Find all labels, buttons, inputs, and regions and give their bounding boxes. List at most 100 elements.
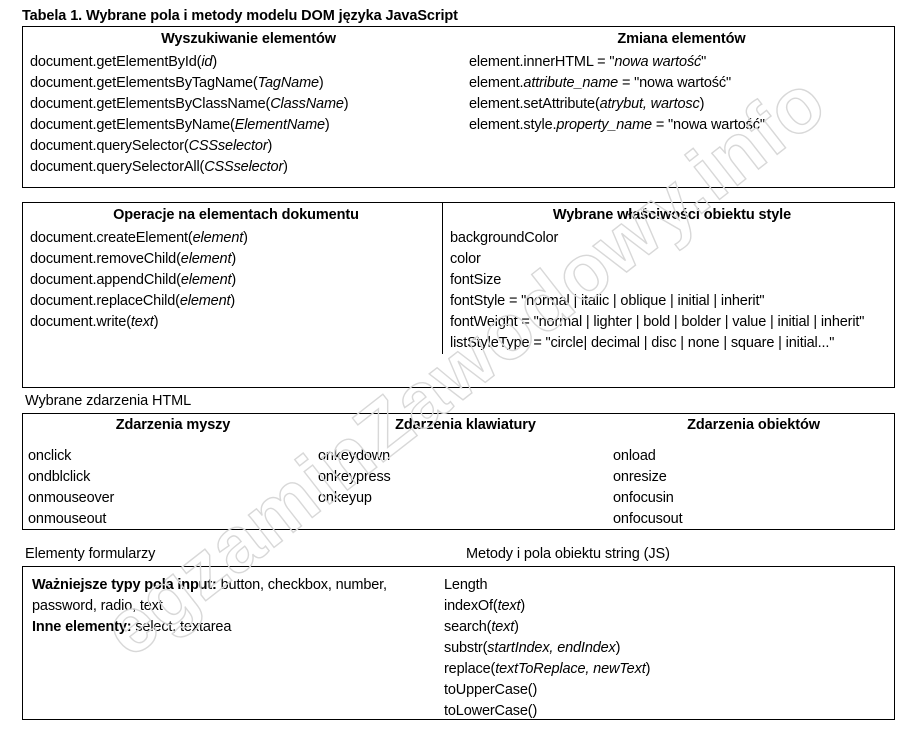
code-argument: element (192, 230, 244, 246)
code-argument: textToReplace, newText (495, 661, 646, 677)
code-line: Length (444, 575, 894, 596)
table4-other-elements-value: select, textarea (131, 619, 232, 635)
code-text: substr( (444, 640, 488, 656)
code-line: element.setAttribute(atrybut, wartosc) (469, 94, 894, 115)
code-line: document.appendChild(element) (30, 270, 442, 291)
table2-left-header: Operacje na elementach dokumentu (113, 207, 359, 223)
table4-input-types: Ważniejsze typy pola input: button, chec… (32, 575, 433, 617)
code-argument: text (491, 619, 515, 635)
list-item: onkeypress (318, 469, 391, 485)
code-line: indexOf(text) (444, 596, 894, 617)
code-text-tail: ) (699, 96, 705, 112)
code-text: element.style. (469, 117, 557, 133)
code-argument: element (179, 293, 231, 309)
table4-left-column: Ważniejsze typy pola input: button, chec… (23, 567, 443, 722)
code-text: document.getElementsByClassName( (30, 96, 271, 112)
list-item: fontWeight = "normal | lighter | bold | … (450, 314, 865, 330)
caption-events: Wybrane zdarzenia HTML (25, 393, 192, 409)
code-line: element.attribute_name = "nowa wartość" (469, 73, 894, 94)
code-text-tail: ) (324, 117, 330, 133)
table2-right-rows: backgroundColor color fontSize fontStyle = … (450, 228, 894, 354)
table2-left-column: Operacje na elementach dokumentu documen… (23, 203, 443, 354)
code-text-tail: ) (231, 251, 237, 267)
list-item: fontStyle = "normal | italic | oblique |… (450, 293, 765, 309)
code-text-tail: ) (243, 230, 248, 246)
code-line: document.createElement(element) (30, 228, 442, 249)
code-text: document.appendChild( (30, 272, 181, 288)
list-item: onmouseout (28, 511, 107, 527)
code-line: element.style.property_name = "nowa wart… (469, 115, 894, 136)
code-text: element. (469, 75, 524, 91)
table3-col1-header: Zdarzenia klawiatury (395, 417, 536, 433)
code-argument: id (201, 54, 213, 70)
table-forms-strings: Ważniejsze typy pola input: button, chec… (22, 566, 895, 720)
code-argument: text (497, 598, 521, 614)
code-argument: TagName (257, 75, 319, 91)
code-text-tail: ) (615, 640, 621, 656)
code-text: element.innerHTML = " (469, 54, 615, 70)
code-line: toLowerCase() (444, 701, 894, 722)
code-text-tail: ) (318, 75, 324, 91)
table1-left-rows: document.getElementById(id) document.getE… (30, 52, 467, 178)
list-item: onkeyup (318, 490, 372, 506)
list-item: color (450, 251, 481, 267)
code-text-tail: ) (153, 314, 159, 330)
table3-keyboard-events-column: Zdarzenia klawiatury onkeydown onkeypress… (318, 414, 613, 530)
code-text: document.getElementsByTagName( (30, 75, 258, 91)
table-dom-search-modify: Wyszukiwanie elementów document.getEleme… (22, 26, 895, 188)
list-item: onfocusin (613, 490, 674, 506)
code-line: document.write(text) (30, 312, 442, 333)
list-item: onresize (613, 469, 667, 485)
table2-right-column: Wybrane właściwości obiektu style backgr… (443, 203, 894, 354)
code-text-tail: ) (283, 159, 288, 175)
code-text-tail: ) (514, 619, 519, 635)
code-line: substr(startIndex, endIndex) (444, 638, 894, 659)
code-line: document.getElementById(id) (30, 52, 467, 73)
table4-other-elements: Inne elementy: select, textarea (32, 617, 433, 638)
caption-string-methods: Metody i pola obiektu string (JS) (466, 546, 670, 562)
code-line: element.innerHTML = "nowa wartość" (469, 52, 894, 73)
list-item: backgroundColor (450, 230, 559, 246)
code-line: document.querySelectorAll(CSSselector) (30, 157, 467, 178)
code-line: search(text) (444, 617, 894, 638)
list-item: onkeydown (318, 448, 391, 464)
table1-right-column: Zmiana elementów element.innerHTML = "no… (467, 27, 894, 178)
code-line: document.removeChild(element) (30, 249, 442, 270)
table4-input-types-value: button, checkbox, number, password, radi… (32, 577, 387, 614)
code-argument: text (130, 314, 154, 330)
code-line: document.getElementsByName(ElementName) (30, 115, 467, 136)
code-text-tail: ) (230, 293, 236, 309)
list-item: fontSize (450, 272, 502, 288)
code-text: indexOf( (444, 598, 498, 614)
code-text-tail: ) (343, 96, 349, 112)
code-text: toLowerCase() (444, 703, 538, 719)
caption-form-elements: Elementy formularzy (25, 546, 156, 562)
code-text: toUpperCase() (444, 682, 538, 698)
list-item: ondblclick (28, 469, 91, 485)
table1-left-column: Wyszukiwanie elementów document.getEleme… (23, 27, 467, 178)
list-item: onmouseover (28, 490, 115, 506)
code-line: toUpperCase() (444, 680, 894, 701)
code-argument: ElementName (234, 117, 325, 133)
code-text-tail: ) (520, 598, 526, 614)
code-text-tail: " (701, 54, 707, 70)
code-text: document.write( (30, 314, 131, 330)
table3-col1-items: onkeydown onkeypress onkeyup (318, 438, 613, 509)
code-text: document.querySelectorAll( (30, 159, 205, 175)
list-item: listStyleType = "circle| decimal | disc … (450, 335, 835, 351)
code-line: document.replaceChild(element) (30, 291, 442, 312)
table-dom-operations-style: Operacje na elementach dokumentu documen… (22, 202, 895, 388)
table4-input-types-label: Ważniejsze typy pola input: (32, 577, 217, 593)
code-argument: element (180, 272, 232, 288)
code-text: search( (444, 619, 492, 635)
code-text-tail: = "nowa wartość" (651, 117, 765, 133)
page-title: Tabela 1. Wybrane pola i metody modelu D… (22, 8, 458, 24)
code-argument: CSSselector (188, 138, 268, 154)
code-text-tail: ) (267, 138, 273, 154)
code-argument: property_name (556, 117, 652, 133)
